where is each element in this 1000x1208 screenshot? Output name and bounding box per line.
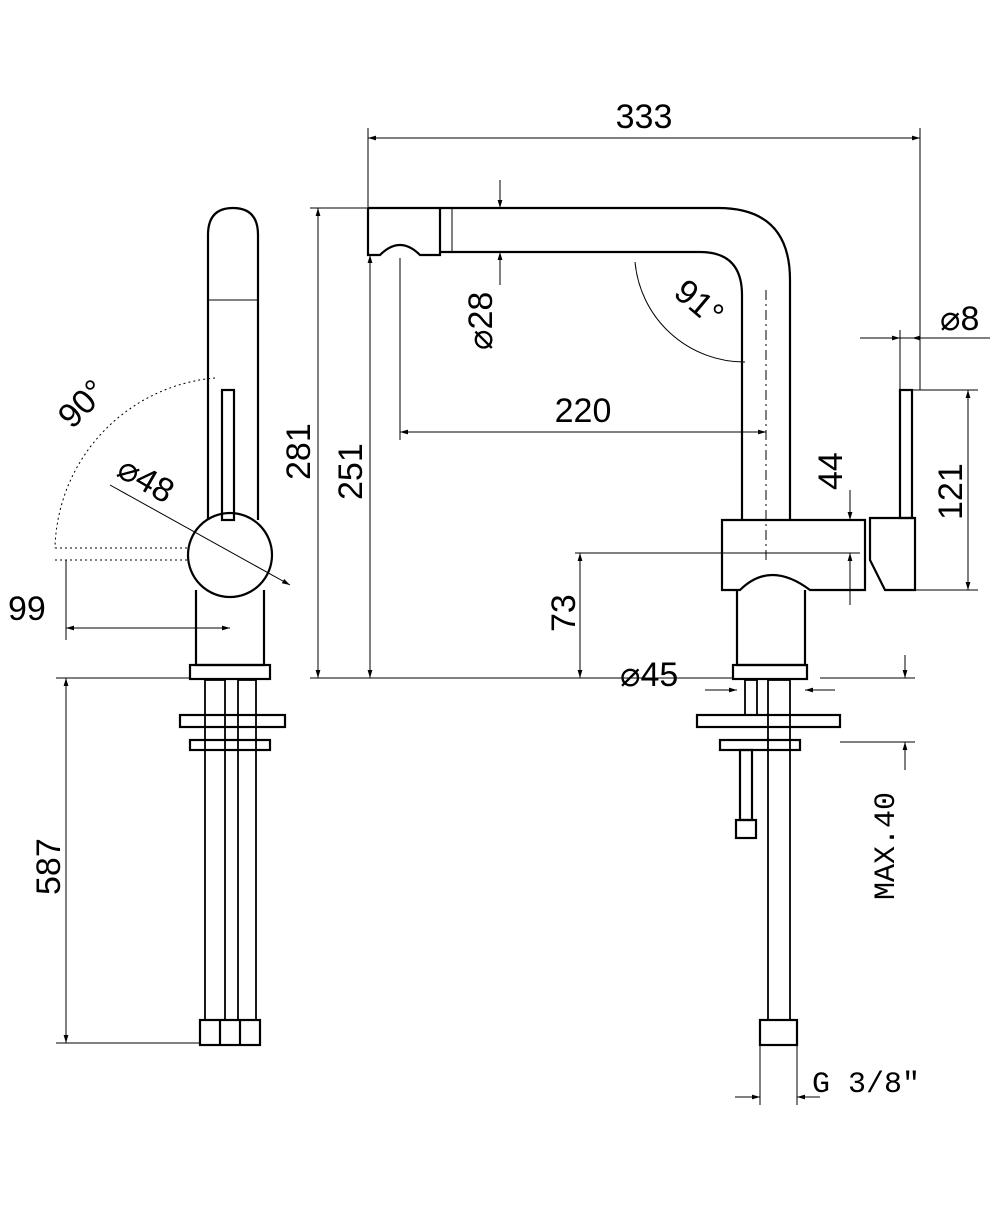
- dim-hose-length: 587: [30, 838, 68, 895]
- dim-body-diameter: ⌀48: [111, 449, 180, 511]
- front-view: [310, 128, 990, 1105]
- dim-lever-offset: 99: [8, 590, 46, 628]
- dim-lever-height: 121: [932, 463, 970, 520]
- dim-lever-diameter: ⌀8: [940, 300, 979, 338]
- dim-body-base-height: 73: [545, 594, 583, 632]
- dim-spout-reach: 220: [555, 392, 612, 430]
- side-view: [54, 206, 291, 1047]
- dim-connection-thread: G 3/8": [812, 1068, 920, 1102]
- dim-max-deck-thickness: MAX.40: [870, 792, 904, 900]
- dim-spout-angle: 91°: [667, 272, 731, 334]
- dim-total-height: 281: [280, 423, 318, 480]
- dim-spout-diameter: ⌀28: [462, 292, 500, 350]
- dim-base-diameter: ⌀45: [620, 656, 678, 694]
- dim-lever-rotation: 90°: [51, 372, 114, 435]
- dim-overall-width: 333: [616, 98, 673, 136]
- dim-body-height: 44: [812, 452, 850, 490]
- dim-spout-height: 251: [332, 443, 370, 500]
